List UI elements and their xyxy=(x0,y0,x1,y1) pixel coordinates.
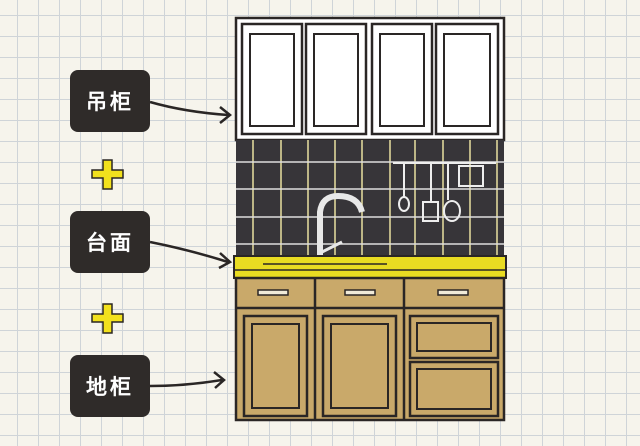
plus-icon xyxy=(91,303,124,334)
label-base-cabinet: 地柜 xyxy=(70,355,150,417)
base-cabinets xyxy=(234,276,506,422)
countertop xyxy=(233,255,507,279)
arrows xyxy=(149,100,233,389)
upper-cabinets xyxy=(234,16,506,142)
utensil-rail xyxy=(393,162,496,222)
faucet xyxy=(317,192,365,258)
tile-backsplash xyxy=(236,140,504,258)
label-countertop: 台面 xyxy=(70,211,150,273)
plus-icon xyxy=(91,159,124,190)
label-upper-cabinet: 吊柜 xyxy=(70,70,150,132)
